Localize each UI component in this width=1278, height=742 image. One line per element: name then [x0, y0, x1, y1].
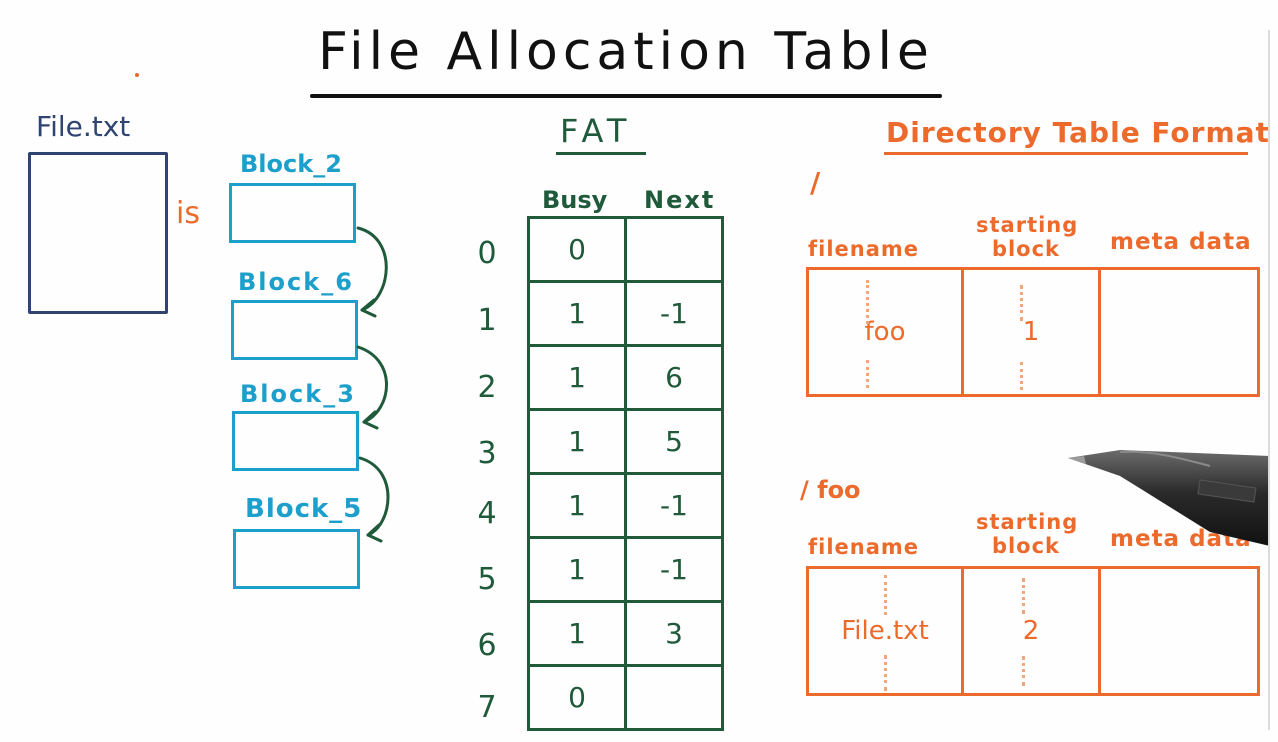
fat-index: 0	[477, 236, 497, 271]
block-label-2: Block_2	[240, 150, 342, 178]
fat-next-cell: 3	[624, 600, 724, 667]
fat-busy-cell: 1	[527, 280, 627, 347]
page-title: File Allocation Table	[318, 22, 934, 82]
is-label: is	[176, 196, 200, 231]
file-label: File.txt	[36, 110, 131, 143]
fat-index: 1	[477, 303, 497, 338]
fat-busy-cell: 1	[527, 600, 627, 667]
fat-table: 0 1 -1 1 6 1 5 1 -1 1 -1 1 3 0	[527, 216, 724, 731]
column-header-metadata: meta data	[1110, 229, 1252, 255]
starting-block-value: 1	[1022, 317, 1040, 347]
frame-edge	[1268, 30, 1270, 730]
directory-path: /	[810, 166, 821, 199]
fat-busy-cell: 1	[527, 536, 627, 603]
filename-cell: foo	[806, 267, 964, 397]
table-row: 1 -1	[527, 472, 724, 539]
table-row: 0	[527, 664, 724, 731]
fat-next-cell: 5	[624, 408, 724, 475]
ellipsis-dots	[866, 360, 869, 388]
curved-arrow-icon	[356, 226, 390, 543]
table-row: 0	[527, 216, 724, 283]
directory-title: Directory Table Format	[886, 116, 1270, 149]
fat-index: 5	[477, 562, 497, 597]
fat-busy-cell: 1	[527, 408, 627, 475]
fat-index: 2	[477, 370, 497, 405]
fat-index: 6	[477, 628, 497, 663]
ellipsis-dots	[884, 575, 887, 615]
fat-next-cell: -1	[624, 280, 724, 347]
fat-busy-cell: 0	[527, 664, 627, 731]
fat-title-underline	[556, 152, 646, 155]
column-header-filename: filename	[808, 237, 920, 261]
fat-next-cell	[624, 216, 724, 283]
ellipsis-dots	[1020, 362, 1023, 390]
block-label-3: Block_3	[240, 380, 356, 408]
fat-index: 4	[477, 496, 497, 531]
directory-table-root: foo 1	[806, 267, 1260, 397]
ellipsis-dots	[1022, 578, 1025, 614]
table-row: 1 6	[527, 344, 724, 411]
column-header-starting-block: starting block	[976, 510, 1079, 558]
ellipsis-dots	[1022, 656, 1025, 686]
block-box-3	[232, 411, 359, 471]
block-label-5: Block_5	[245, 494, 363, 524]
ellipsis-dots	[1020, 285, 1023, 321]
filename-value: File.txt	[841, 616, 929, 646]
filename-value: foo	[864, 317, 906, 347]
title-underline	[310, 94, 942, 98]
column-header-starting-block: starting block	[976, 213, 1079, 261]
table-row: foo 1	[806, 267, 1260, 397]
fat-busy-cell: 1	[527, 472, 627, 539]
fat-index: 3	[477, 436, 497, 471]
fat-header-busy: Busy	[542, 186, 608, 214]
table-row: 1 -1	[527, 536, 724, 603]
directory-table-foo: File.txt 2	[806, 566, 1260, 696]
directory-title-underline	[884, 152, 1248, 155]
fat-index: 7	[477, 690, 497, 725]
starting-block-value: 2	[1022, 616, 1040, 646]
file-box	[28, 152, 168, 314]
table-row: 1 5	[527, 408, 724, 475]
fat-next-cell: 6	[624, 344, 724, 411]
block-box-5	[233, 529, 360, 589]
metadata-cell	[1098, 566, 1260, 696]
table-row: File.txt 2	[806, 566, 1260, 696]
directory-path: / foo	[800, 476, 861, 504]
table-row: 1 3	[527, 600, 724, 667]
starting-block-cell: 1	[961, 267, 1101, 397]
fat-title: FAT	[560, 112, 633, 150]
block-box-2	[229, 183, 356, 243]
fat-next-cell	[624, 664, 724, 731]
fat-busy-cell: 0	[527, 216, 627, 283]
starting-block-cell: 2	[961, 566, 1101, 696]
ink-dot	[135, 73, 139, 77]
ellipsis-dots	[884, 655, 887, 691]
fat-header-next: Next	[644, 186, 716, 214]
fat-busy-cell: 1	[527, 344, 627, 411]
fat-next-cell: -1	[624, 472, 724, 539]
block-label-6: Block_6	[238, 268, 354, 296]
block-box-6	[231, 300, 358, 360]
metadata-cell	[1098, 267, 1260, 397]
stylus-pen-icon	[1068, 450, 1270, 546]
column-header-filename: filename	[808, 535, 920, 559]
fat-next-cell: -1	[624, 536, 724, 603]
table-row: 1 -1	[527, 280, 724, 347]
ellipsis-dots	[866, 280, 869, 324]
